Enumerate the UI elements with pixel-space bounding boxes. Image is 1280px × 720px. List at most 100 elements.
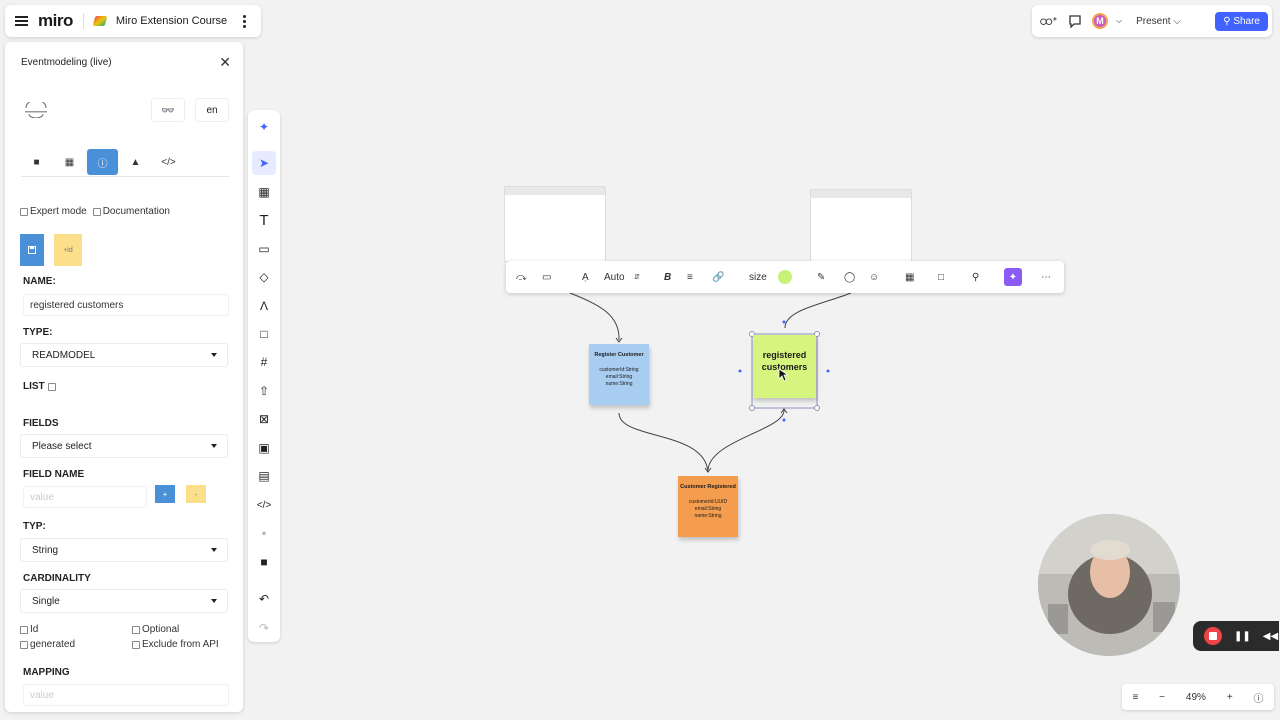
text-tool-icon[interactable]: T bbox=[259, 211, 269, 229]
optional-checkbox[interactable] bbox=[132, 625, 140, 634]
grid-icon[interactable]: ▦ bbox=[64, 156, 75, 168]
grid-x-icon[interactable]: ⊠ bbox=[258, 412, 270, 426]
mapping-input[interactable]: value bbox=[23, 684, 229, 706]
info-icon[interactable]: ⓘ bbox=[87, 149, 118, 175]
menu-icon[interactable] bbox=[15, 16, 28, 26]
bold-icon[interactable]: B bbox=[664, 271, 672, 283]
select-tool-icon[interactable]: ➤ bbox=[252, 151, 276, 175]
documentation-checkbox[interactable] bbox=[92, 207, 101, 216]
collapse-icon[interactable]: ◀◀ bbox=[1262, 630, 1279, 642]
fields-label: FIELDS bbox=[23, 418, 59, 429]
field-text: customerId:String bbox=[599, 367, 639, 373]
more-apps-icon[interactable]: ■ bbox=[260, 555, 268, 569]
share-button[interactable]: ⚲ Share bbox=[1215, 11, 1268, 31]
webcam-feed bbox=[1038, 514, 1180, 656]
command-title: Register Customer bbox=[594, 352, 644, 358]
remove-field-button[interactable]: - bbox=[186, 485, 206, 503]
embed-code-icon[interactable]: </> bbox=[256, 499, 272, 511]
generated-row: generated bbox=[20, 639, 75, 650]
tag-icon[interactable]: ◯ bbox=[844, 271, 856, 283]
stepper-icon[interactable]: ⇵ bbox=[634, 274, 640, 281]
upload-icon[interactable]: ⇧ bbox=[258, 384, 270, 398]
field-name-label: FIELD NAME bbox=[23, 469, 85, 480]
board-name[interactable]: Miro Extension Course bbox=[115, 15, 228, 27]
zoom-level[interactable]: 49% bbox=[1185, 691, 1206, 703]
exclude-label: Exclude from API bbox=[142, 639, 219, 650]
tools-toolbar: ✦ ➤ ▦ T ▭ ◇ Λ □ # ⇧ ⊠ ▣ ▤ </> ◦ ■ ↶ ↷ bbox=[248, 110, 280, 642]
avatar[interactable]: M bbox=[1092, 13, 1108, 29]
sticky-note-icon[interactable]: ▭ bbox=[258, 242, 270, 256]
language-button[interactable]: en bbox=[195, 98, 229, 122]
chevron-down-icon[interactable]: ⌵ bbox=[1116, 16, 1123, 25]
expert-mode-checkbox[interactable] bbox=[20, 207, 28, 216]
shapes-icon[interactable]: ◇ bbox=[259, 270, 269, 284]
more-icon[interactable] bbox=[243, 14, 247, 28]
generated-label: generated bbox=[30, 639, 76, 650]
table-icon[interactable]: ▦ bbox=[258, 185, 270, 199]
redo-icon[interactable]: ↷ bbox=[258, 621, 270, 635]
name-label: NAME: bbox=[23, 276, 56, 287]
present-button[interactable]: Present ⌵ bbox=[1136, 15, 1181, 27]
code-icon[interactable]: </> bbox=[161, 156, 176, 168]
card-view-icon[interactable]: ▦ bbox=[905, 271, 915, 283]
name-input[interactable]: registered customers bbox=[23, 294, 229, 316]
card-icon[interactable]: ▤ bbox=[258, 469, 270, 483]
field-name-input[interactable]: value bbox=[23, 486, 147, 508]
undo-icon[interactable]: ↶ bbox=[258, 592, 270, 606]
screen-frame-left[interactable] bbox=[504, 186, 606, 262]
color-swatch[interactable] bbox=[778, 270, 792, 284]
id-checkbox[interactable] bbox=[20, 625, 28, 634]
connection-icon[interactable]: ⤼ bbox=[516, 271, 527, 283]
glasses-icon[interactable]: 👓 bbox=[151, 98, 185, 122]
folder-icon[interactable]: ■ bbox=[33, 156, 40, 168]
exclude-checkbox[interactable] bbox=[132, 640, 140, 649]
align-icon[interactable]: ≡ bbox=[687, 271, 693, 283]
ai-assist-icon[interactable]: ✦ bbox=[1004, 268, 1022, 286]
ai-sparkle-icon[interactable]: ✦ bbox=[258, 120, 270, 134]
list-view-icon[interactable]: ≡ bbox=[1132, 691, 1139, 703]
comment-tool-icon[interactable]: □ bbox=[260, 327, 268, 341]
emoji-icon[interactable]: ☺ bbox=[869, 271, 880, 283]
list-checkbox[interactable] bbox=[47, 382, 56, 391]
zoom-in-icon[interactable]: + bbox=[1226, 691, 1233, 703]
lock-icon[interactable]: ⚲ bbox=[972, 271, 980, 283]
pen-icon[interactable]: Λ bbox=[259, 299, 268, 313]
readmodel-sticky[interactable]: registered customers bbox=[753, 335, 816, 398]
comment-icon[interactable] bbox=[1066, 12, 1084, 30]
image-icon[interactable]: ▣ bbox=[258, 441, 270, 455]
more-horizontal-icon[interactable]: ⋯ bbox=[1041, 271, 1051, 283]
add-field-button[interactable]: + bbox=[155, 485, 175, 503]
focus-icon[interactable]: ◦ bbox=[261, 526, 267, 540]
font-icon[interactable]: Ạ bbox=[582, 271, 589, 283]
close-icon[interactable]: ✕ bbox=[219, 54, 231, 70]
stop-record-icon[interactable] bbox=[1204, 627, 1222, 645]
typ-select[interactable]: String bbox=[20, 538, 228, 562]
add-id-button[interactable]: +id bbox=[54, 234, 82, 266]
cardinality-label: CARDINALITY bbox=[23, 573, 91, 584]
field-text: email:String bbox=[605, 374, 633, 380]
font-size-auto[interactable]: Auto bbox=[604, 271, 625, 283]
frame-icon[interactable]: # bbox=[260, 355, 268, 369]
id-label: Id bbox=[30, 624, 39, 635]
fields-select[interactable]: Please select bbox=[20, 434, 228, 458]
pizza-icon[interactable]: ▲ bbox=[130, 156, 141, 168]
cardinality-select[interactable]: Single bbox=[20, 589, 228, 613]
command-sticky[interactable]: Register Customer customerId:String emai… bbox=[589, 344, 649, 405]
help-icon[interactable]: ⓘ bbox=[1253, 693, 1264, 705]
screen-frame-right[interactable] bbox=[810, 189, 912, 265]
pause-icon[interactable]: ❚❚ bbox=[1234, 630, 1251, 642]
save-button[interactable] bbox=[20, 234, 44, 266]
link-icon[interactable]: 🔗 bbox=[712, 271, 725, 283]
event-sticky[interactable]: Customer Registered customerId:UUID emai… bbox=[678, 476, 738, 537]
pen-draw-icon[interactable]: ✎ bbox=[817, 271, 826, 283]
zoom-out-icon[interactable]: − bbox=[1159, 691, 1166, 703]
size-label[interactable]: size bbox=[749, 271, 767, 283]
miro-logo: miro bbox=[38, 11, 73, 30]
generated-checkbox[interactable] bbox=[20, 640, 28, 649]
sticky-type-icon[interactable]: ▭ bbox=[542, 271, 552, 283]
comment-ctx-icon[interactable]: □ bbox=[938, 271, 945, 283]
recording-controls: ❚❚ ◀◀ bbox=[1193, 621, 1279, 651]
exclude-row: Exclude from API bbox=[132, 639, 219, 650]
type-select[interactable]: READMODEL bbox=[20, 343, 228, 367]
reactions-icon[interactable] bbox=[1040, 12, 1058, 30]
